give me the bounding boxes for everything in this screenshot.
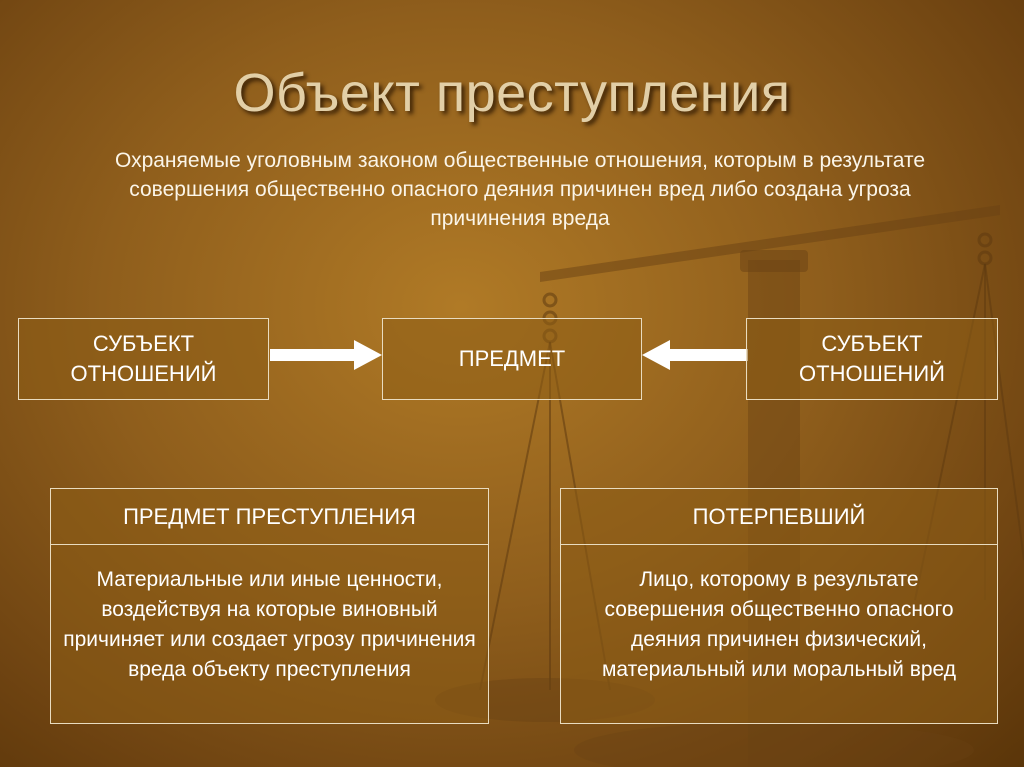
definition-text: Охраняемые уголовным законом общественны… (114, 149, 926, 230)
victim-panel: ПОТЕРПЕВШИЙ Лицо, которому в результате … (560, 488, 998, 724)
crime-object-header: ПРЕДМЕТ ПРЕСТУПЛЕНИЯ (51, 489, 488, 545)
page-title: Объект преступления (233, 63, 791, 123)
center-object-box: ПРЕДМЕТ (382, 318, 642, 400)
right-subject-label: СУБЪЕКТ ОТНОШЕНИЙ (799, 331, 945, 386)
left-subject-label: СУБЪЕКТ ОТНОШЕНИЙ (70, 331, 217, 386)
arrow-left-icon (642, 340, 748, 370)
right-subject-box: СУБЪЕКТ ОТНОШЕНИЙ (746, 318, 998, 400)
crime-object-description: Материальные или иные ценности, воздейст… (63, 568, 476, 681)
victim-description: Лицо, которому в результате совершения о… (601, 568, 957, 681)
victim-header: ПОТЕРПЕВШИЙ (561, 489, 997, 545)
crime-object-panel: ПРЕДМЕТ ПРЕСТУПЛЕНИЯ Материальные или ин… (50, 488, 489, 724)
arrow-right-icon (270, 340, 382, 370)
left-subject-box: СУБЪЕКТ ОТНОШЕНИЙ (18, 318, 269, 400)
center-object-label: ПРЕДМЕТ (458, 346, 566, 371)
